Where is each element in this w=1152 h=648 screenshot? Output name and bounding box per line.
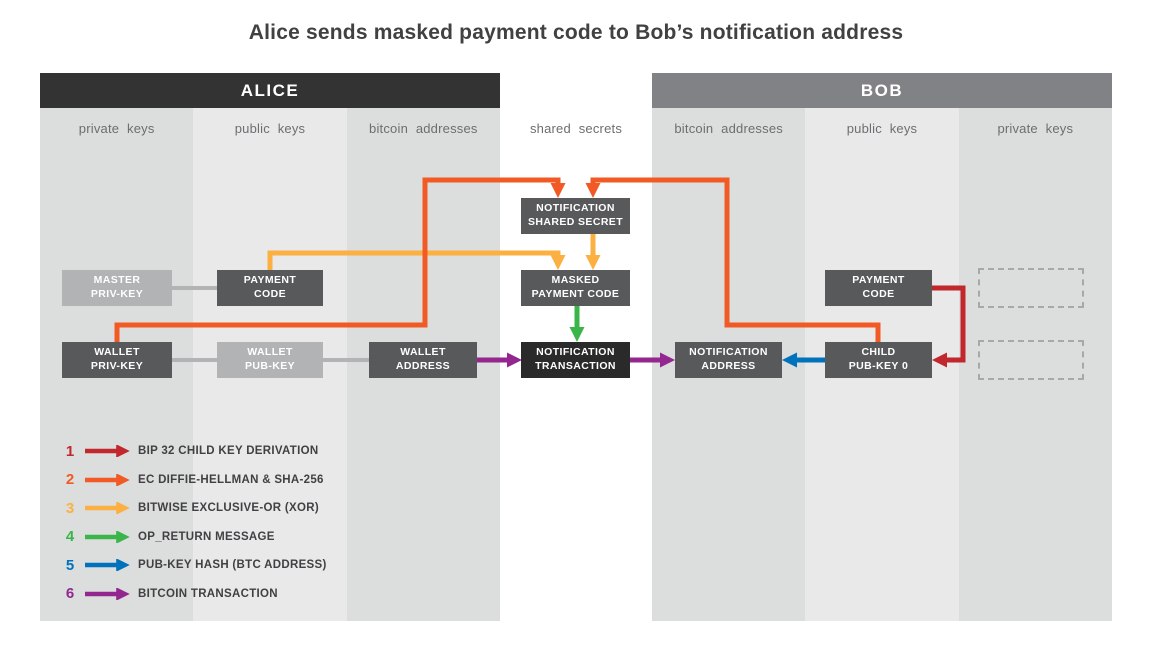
- box-label: NOTIFICATION: [689, 346, 768, 359]
- box-label: MASKED: [551, 274, 600, 287]
- box-label: PAYMENT: [852, 274, 905, 287]
- legend-number: 3: [65, 499, 75, 517]
- box-label: PAYMENT CODE: [531, 288, 620, 300]
- box-label: PUB-KEY 0: [848, 360, 909, 372]
- box-wallet-priv-key: WALLET PRIV-KEY: [62, 342, 172, 378]
- legend-number: 5: [65, 556, 75, 574]
- legend-label: EC DIFFIE-HELLMAN & SHA-256: [138, 473, 324, 486]
- legend-row-3: 3 BITWISE EXCLUSIVE-OR (XOR): [62, 494, 327, 523]
- box-label: SHARED SECRET: [527, 216, 624, 228]
- box-master-priv-key: MASTER PRIV-KEY: [62, 270, 172, 306]
- box-label: CHILD: [861, 346, 896, 359]
- bob-column-private-keys: private keys: [958, 108, 1112, 621]
- box-notification-address: NOTIFICATION ADDRESS: [675, 342, 782, 378]
- legend-label: BITWISE EXCLUSIVE-OR (XOR): [138, 502, 319, 515]
- box-label: CODE: [862, 288, 895, 300]
- legend-arrow-green: [82, 530, 132, 543]
- legend-arrow-purple: [82, 587, 132, 600]
- box-label: ADDRESS: [395, 360, 451, 372]
- legend-row-2: 2 EC DIFFIE-HELLMAN & SHA-256: [62, 466, 327, 495]
- dashed-placeholder-box-1: [978, 268, 1084, 308]
- box-payment-code-bob: PAYMENT CODE: [825, 270, 932, 306]
- box-wallet-pub-key: WALLET PUB-KEY: [217, 342, 323, 378]
- legend-label: OP_RETURN MESSAGE: [138, 530, 275, 543]
- legend-arrow-blue: [82, 559, 132, 572]
- legend-arrow-amber: [82, 502, 132, 515]
- legend-row-4: 4 OP_RETURN MESSAGE: [62, 523, 327, 552]
- box-masked-payment-code: MASKED PAYMENT CODE: [521, 270, 630, 306]
- diagram-title: Alice sends masked payment code to Bob’s…: [248, 21, 904, 44]
- box-label: PRIV-KEY: [90, 288, 144, 300]
- box-label: MASTER: [93, 274, 141, 287]
- box-label: PRIV-KEY: [90, 360, 144, 372]
- box-label: WALLET: [400, 346, 446, 359]
- box-label: NOTIFICATION: [536, 346, 615, 359]
- box-label: WALLET: [247, 346, 293, 359]
- legend-row-5: 5 PUB-KEY HASH (BTC ADDRESS): [62, 551, 327, 580]
- box-notification-transaction: NOTIFICATION TRANSACTION: [521, 342, 630, 378]
- box-label: TRANSACTION: [535, 360, 616, 372]
- box-notification-shared-secret: NOTIFICATION SHARED SECRET: [521, 198, 630, 234]
- legend-label: BIP 32 CHILD KEY DERIVATION: [138, 445, 319, 458]
- legend-label: BITCOIN TRANSACTION: [138, 587, 278, 600]
- column-label-bitcoin-addresses: bitcoin addresses: [674, 121, 783, 136]
- legend-row-1: 1 BIP 32 CHILD KEY DERIVATION: [62, 437, 327, 466]
- column-label-private-keys: private keys: [78, 121, 155, 136]
- box-label: NOTIFICATION: [536, 202, 615, 215]
- legend-row-6: 6 BITCOIN TRANSACTION: [62, 580, 327, 609]
- box-wallet-address: WALLET ADDRESS: [369, 342, 477, 378]
- box-label: PAYMENT: [243, 274, 297, 287]
- legend-number: 4: [65, 528, 75, 546]
- box-label: PUB-KEY: [244, 360, 296, 372]
- bob-header: BOB: [652, 73, 1112, 108]
- legend-label: PUB-KEY HASH (BTC ADDRESS): [138, 559, 327, 572]
- dashed-placeholder-box-2: [978, 340, 1084, 380]
- column-label-bitcoin-addresses: bitcoin addresses: [369, 121, 478, 136]
- legend-number: 1: [65, 442, 75, 460]
- box-label: WALLET: [94, 346, 140, 359]
- box-label: ADDRESS: [701, 360, 756, 372]
- box-payment-code-alice: PAYMENT CODE: [217, 270, 323, 306]
- column-label-shared-secrets: shared secrets: [529, 121, 623, 136]
- legend-arrow-red: [82, 445, 132, 458]
- box-label: CODE: [254, 288, 286, 300]
- legend: 1 BIP 32 CHILD KEY DERIVATION 2 EC DIFFI…: [62, 437, 327, 608]
- legend-arrow-orange: [82, 473, 132, 486]
- column-label-public-keys: public keys: [234, 121, 306, 136]
- column-label-public-keys: public keys: [846, 121, 918, 136]
- legend-number: 2: [65, 471, 75, 489]
- box-child-pub-key-0: CHILD PUB-KEY 0: [825, 342, 932, 378]
- alice-header: ALICE: [40, 73, 500, 108]
- legend-number: 6: [65, 585, 75, 603]
- column-label-private-keys: private keys: [997, 121, 1074, 136]
